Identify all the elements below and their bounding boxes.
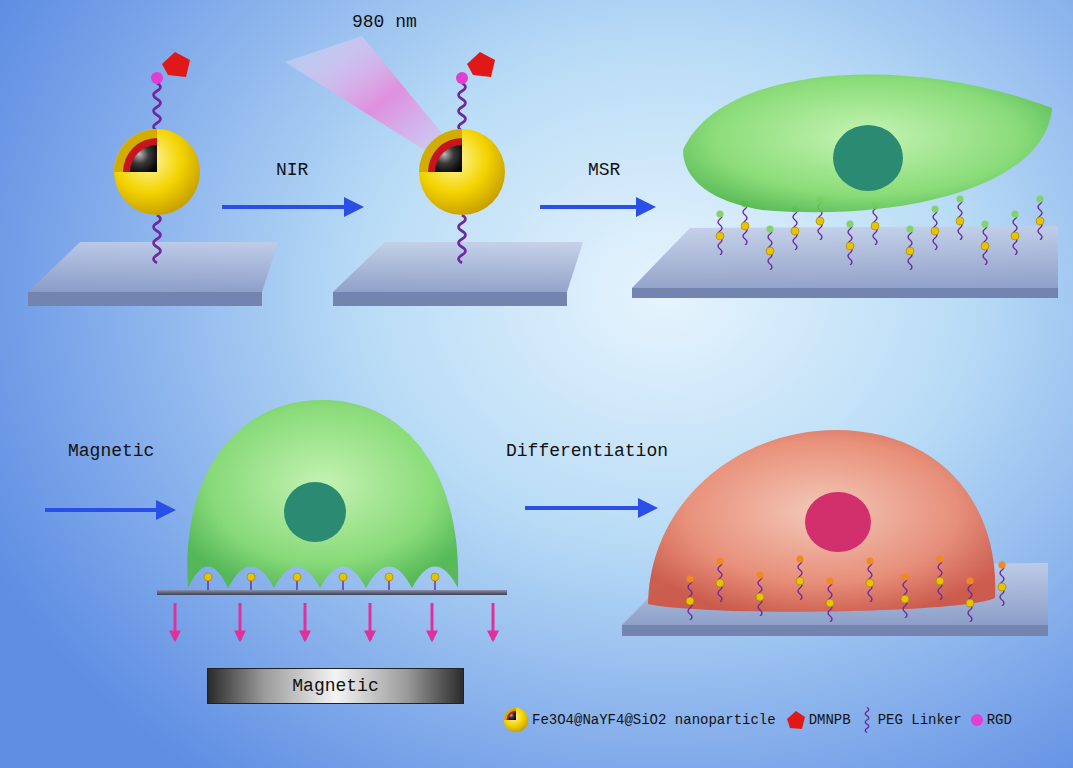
legend-item: DMNPB bbox=[784, 709, 851, 731]
legend-item: Fe3O4@NaYF4@SiO2 nanoparticle bbox=[503, 707, 776, 733]
magnet-bar: Magnetic bbox=[207, 668, 464, 704]
legend-label: RGD bbox=[987, 712, 1012, 728]
legend-icon bbox=[859, 707, 875, 733]
legend-label: PEG Linker bbox=[878, 712, 962, 728]
node-label: Magnetic bbox=[292, 676, 378, 696]
legend-item: PEG Linker bbox=[859, 707, 962, 733]
legend-item: RGD bbox=[970, 712, 1012, 728]
legend-label: Fe3O4@NaYF4@SiO2 nanoparticle bbox=[532, 712, 776, 728]
legend-label: DMNPB bbox=[809, 712, 851, 728]
legend-icon bbox=[970, 713, 984, 727]
step-label: NIR bbox=[276, 160, 308, 182]
step-label: MSR bbox=[588, 160, 620, 182]
step-label: Differentiation bbox=[506, 441, 668, 463]
legend: Fe3O4@NaYF4@SiO2 nanoparticle DMNPB PEG Li… bbox=[503, 707, 1020, 733]
step-label: Magnetic bbox=[68, 441, 154, 463]
legend-icon bbox=[784, 709, 806, 731]
legend-icon bbox=[503, 707, 529, 733]
wavelength-label: 980 nm bbox=[352, 12, 417, 34]
